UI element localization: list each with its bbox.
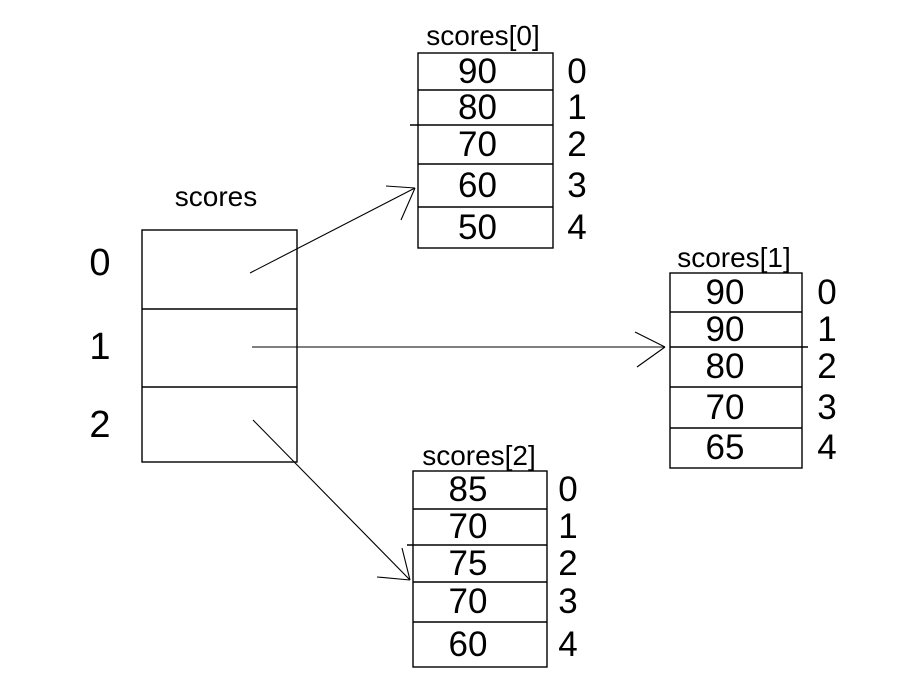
scores2-value-2: 75 [448,544,488,583]
scores1-value-4: 65 [705,428,745,467]
scores1-outline [669,272,803,469]
scores1-index-0: 0 [817,273,837,312]
arrow-to-scores1 [252,331,666,368]
scores0-value-2: 70 [458,125,497,164]
arrow-to-scores2 [252,419,411,581]
pointer-array-index-2: 2 [89,404,111,446]
scores0-value-3: 60 [458,166,497,205]
scores2-value-1: 70 [448,507,488,546]
scores2-grid [407,470,548,668]
scores0-outline [417,52,554,249]
scores2-value-4: 60 [448,625,488,664]
scores1-index-2: 2 [817,347,837,386]
scores1-title: scores[1] [677,242,791,273]
scores2-index-3: 3 [558,582,578,621]
scores0-index-3: 3 [567,166,587,205]
scores2-outline [412,470,548,668]
scores2-index-2: 2 [558,544,578,583]
pointer-array-index-0: 0 [89,242,111,284]
arrow-to-scores0 [249,185,416,274]
scores1-index-1: 1 [817,310,837,349]
scores0-index-0: 0 [567,52,587,91]
scores0-grid [410,52,554,249]
pointer-array-title: scores [174,181,258,212]
scores1-value-1: 90 [705,310,745,349]
scores0-value-4: 50 [458,208,497,247]
scores2-index-1: 1 [558,507,578,546]
scores1-index-4: 4 [817,428,837,467]
scores1-value-0: 90 [705,273,745,312]
pointer-array-box [141,229,298,463]
scores0-value-1: 80 [458,88,497,127]
scores1-index-3: 3 [817,388,837,427]
scores2-index-0: 0 [558,470,578,509]
scores0-index-2: 2 [567,125,587,164]
scores2-index-4: 4 [558,625,578,664]
scores2-value-3: 70 [448,582,488,621]
pointer-arrows [249,185,666,581]
scores1-value-2: 80 [705,347,745,386]
scores1-grid [669,272,808,469]
scores2-value-0: 85 [448,470,488,509]
scores0-value-0: 90 [458,52,497,91]
pointer-array-outline [141,229,298,463]
scores2-title: scores[2] [422,440,536,471]
scores0-index-1: 1 [567,88,587,127]
pointer-array-index-1: 1 [89,326,111,368]
scores0-title: scores[0] [426,20,540,51]
scores0-index-4: 4 [567,208,587,247]
scores1-value-3: 70 [705,388,745,427]
